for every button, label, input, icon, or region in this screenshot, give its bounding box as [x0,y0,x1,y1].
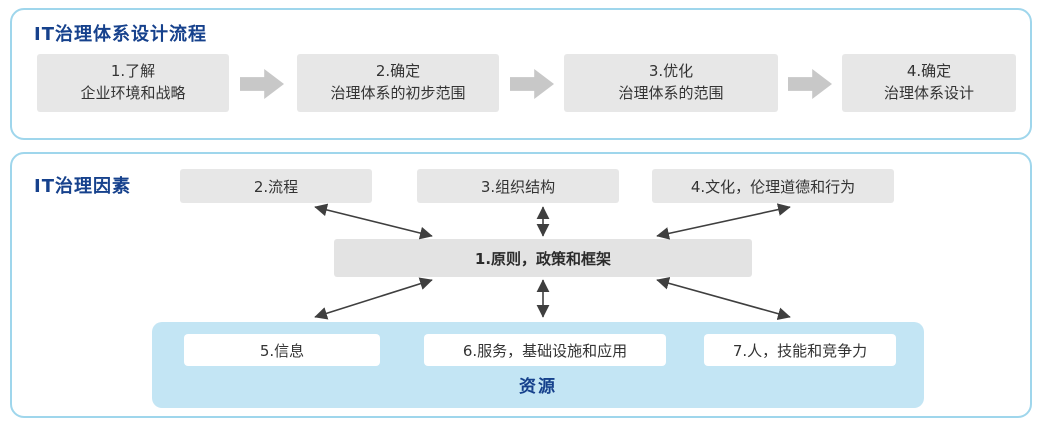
resource-label: 资源 [519,377,557,397]
resource-area: 5.信息 6.服务，基础设施和应用 7.人，技能和竞争力 资源 [152,322,924,408]
step-1-line1: 1.了解 [110,62,156,81]
factor-principles-label: 1.原则，政策和框架 [474,249,612,268]
factor-services-label: 6.服务，基础设施和应用 [462,341,628,360]
factor-org-structure-label: 3.组织结构 [480,177,556,196]
process-step-3: 3.优化 治理体系的范围 [564,54,778,112]
step-3-line2: 治理体系的范围 [618,84,724,102]
factor-process-label: 2.流程 [253,177,299,196]
step-4-line2: 治理体系设计 [883,84,974,102]
factor-culture-label: 4.文化，伦理道德和行为 [690,177,856,196]
process-step-1: 1.了解 企业环境和战略 [37,54,229,112]
factor-box-services: 6.服务，基础设施和应用 [424,334,666,366]
factors-panel-title: IT治理因素 [34,176,131,197]
factor-box-principles: 1.原则，政策和框架 [334,239,752,277]
connector-to-people [656,277,791,320]
step-3-line1: 3.优化 [648,62,694,81]
process-step-2: 2.确定 治理体系的初步范围 [297,54,499,112]
factor-information-label: 5.信息 [259,341,305,360]
flow-arrow-icon [510,69,554,99]
factor-box-people: 7.人，技能和竞争力 [704,334,896,366]
factor-box-org-structure: 3.组织结构 [417,169,619,203]
process-panel-title: IT治理体系设计流程 [34,24,207,45]
step-1-line2: 企业环境和战略 [80,84,186,102]
process-step-4: 4.确定 治理体系设计 [842,54,1016,112]
factor-people-label: 7.人，技能和竞争力 [732,341,868,360]
connector-to-information [314,277,433,320]
flow-arrow-icon [788,69,832,99]
step-2-line1: 2.确定 [375,62,421,81]
process-panel: IT治理体系设计流程 1.了解 企业环境和战略 2.确定 治理体系的初步范围 3… [10,8,1032,140]
step-4-line1: 4.确定 [906,62,952,81]
step-2-line2: 治理体系的初步范围 [330,84,466,102]
factor-box-information: 5.信息 [184,334,380,366]
flow-arrow-icon [240,69,284,99]
connector-to-culture [656,203,791,240]
factors-panel: IT治理因素 2.流程 3.组织结构 4.文化，伦理道德和行为 1.原则，政策和… [10,152,1032,418]
factor-box-process: 2.流程 [180,169,372,203]
factor-box-culture: 4.文化，伦理道德和行为 [652,169,894,203]
connector-to-process [314,203,433,240]
